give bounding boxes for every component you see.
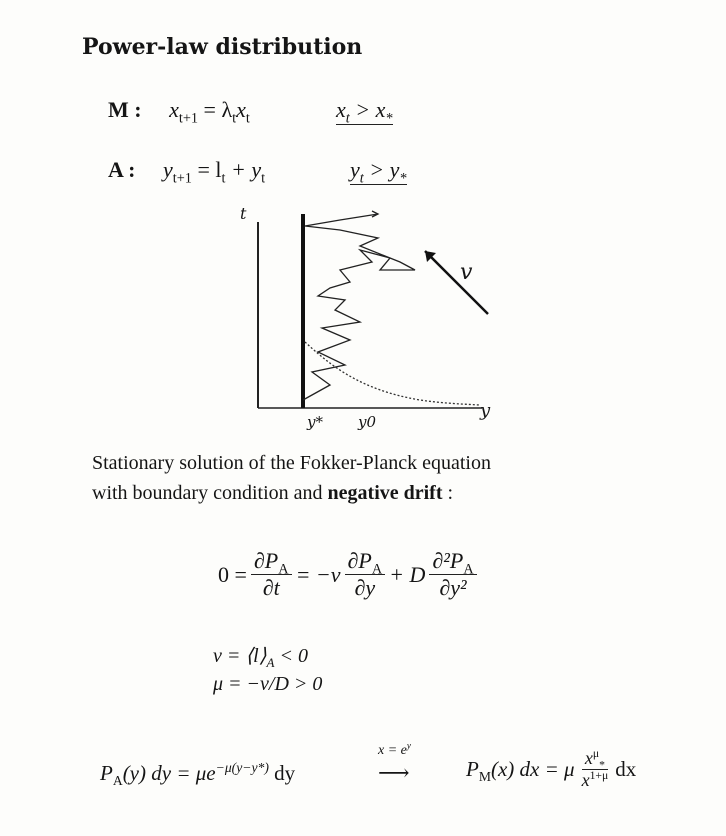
drift-arrow — [424, 250, 489, 315]
drift-arrowhead-icon — [425, 251, 436, 262]
y-axis-label: y — [480, 400, 491, 421]
model-a-condition: yt > y* — [350, 157, 407, 187]
transform-arrow-icon: ⟶ — [378, 761, 410, 786]
model-label: M : — [108, 97, 142, 122]
ystar-label: y* — [307, 413, 323, 431]
model-equation: yt+1 = lt + yt — [163, 157, 266, 187]
multiplicative-distribution: PM(x) dx = μ xμ*x1+μ dx — [466, 747, 637, 790]
additive-distribution: PA(y) dy = μe−μ(y−y*) dy — [100, 760, 296, 789]
drift-definition: v = ⟨l⟩A < 0 — [213, 645, 308, 670]
page-title: Power-law distribution — [82, 34, 363, 60]
model-label: A : — [108, 157, 136, 182]
model-equation: xt+1 = λtxt — [169, 97, 250, 127]
model-m-condition: xt > x* — [336, 97, 393, 127]
transform-label: x = ey — [378, 740, 411, 758]
fokker-planck-equation: 0 = ∂PA∂t = −v ∂PA∂y + D ∂²PA∂y² — [218, 548, 481, 601]
description-line-2: with boundary condition and negative dri… — [92, 482, 454, 504]
walk-arrowhead-icon — [371, 210, 380, 218]
y0-label: y0 — [358, 413, 377, 431]
t-axis-label: t — [240, 204, 247, 223]
description-line-1: Stationary solution of the Fokker-Planck… — [92, 452, 491, 474]
exponent-definition: μ = −v/D > 0 — [213, 673, 323, 695]
random-walk-path — [302, 213, 416, 401]
model-a-row: A : yt+1 = lt + yt — [108, 156, 266, 187]
drift-label: v — [460, 260, 473, 285]
model-m-row: M : xt+1 = λtxt — [108, 96, 250, 127]
stationary-density-curve — [304, 341, 481, 406]
